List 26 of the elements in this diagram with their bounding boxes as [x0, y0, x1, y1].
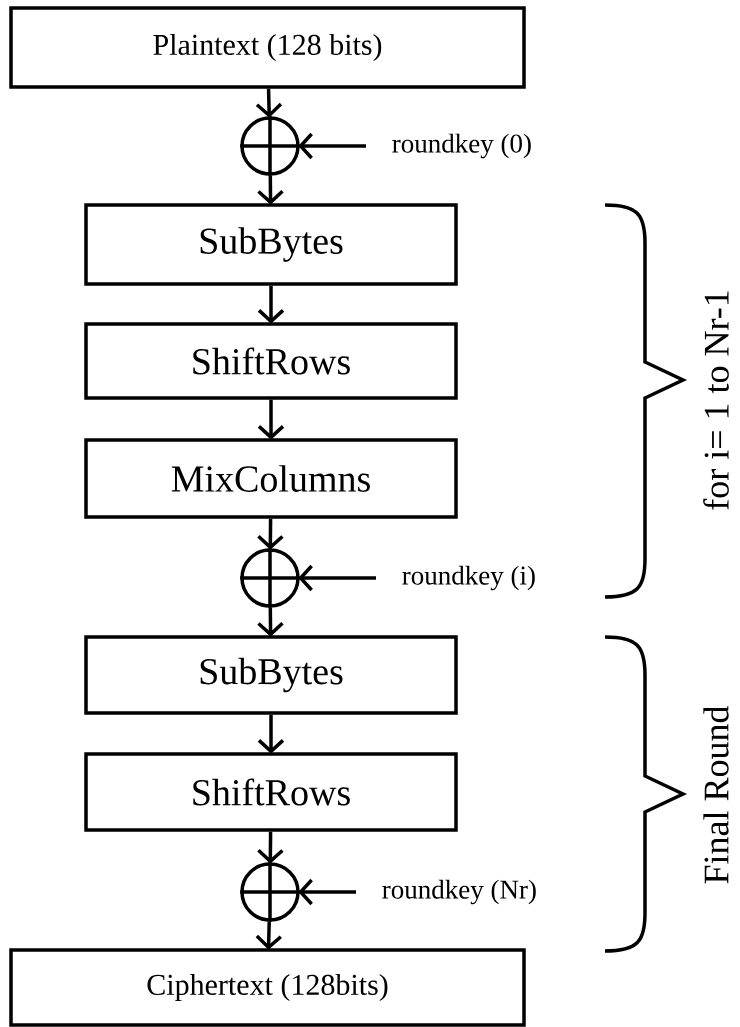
arrow [257, 518, 284, 550]
arrow [298, 564, 376, 592]
arrow [257, 714, 285, 754]
key-label: roundkey (i) [402, 565, 535, 591]
process-box: ShiftRows [84, 752, 458, 832]
arrow [255, 88, 283, 118]
process-box: ShiftRows [84, 322, 458, 400]
key-label: roundkey (Nr) [382, 879, 536, 905]
side-label: Final Round [703, 705, 729, 884]
process-box: Ciphertext (128bits) [9, 948, 526, 1027]
arrow [298, 132, 366, 160]
arrow [257, 399, 285, 440]
xor-symbol [240, 116, 300, 176]
arrow [257, 831, 284, 864]
arrow [257, 607, 284, 637]
arrow [257, 285, 285, 324]
xor-symbol [240, 862, 300, 922]
process-box: Plaintext (128 bits) [9, 6, 526, 89]
side-label: for i= 1 to Nr-1 [703, 291, 729, 510]
process-box: MixColumns [84, 438, 458, 519]
arrow [257, 175, 284, 205]
process-box: SubBytes [84, 635, 458, 715]
process-box: SubBytes [84, 203, 458, 286]
xor-symbol [240, 548, 300, 608]
arrow [298, 878, 356, 906]
key-label: roundkey (0) [392, 133, 531, 159]
